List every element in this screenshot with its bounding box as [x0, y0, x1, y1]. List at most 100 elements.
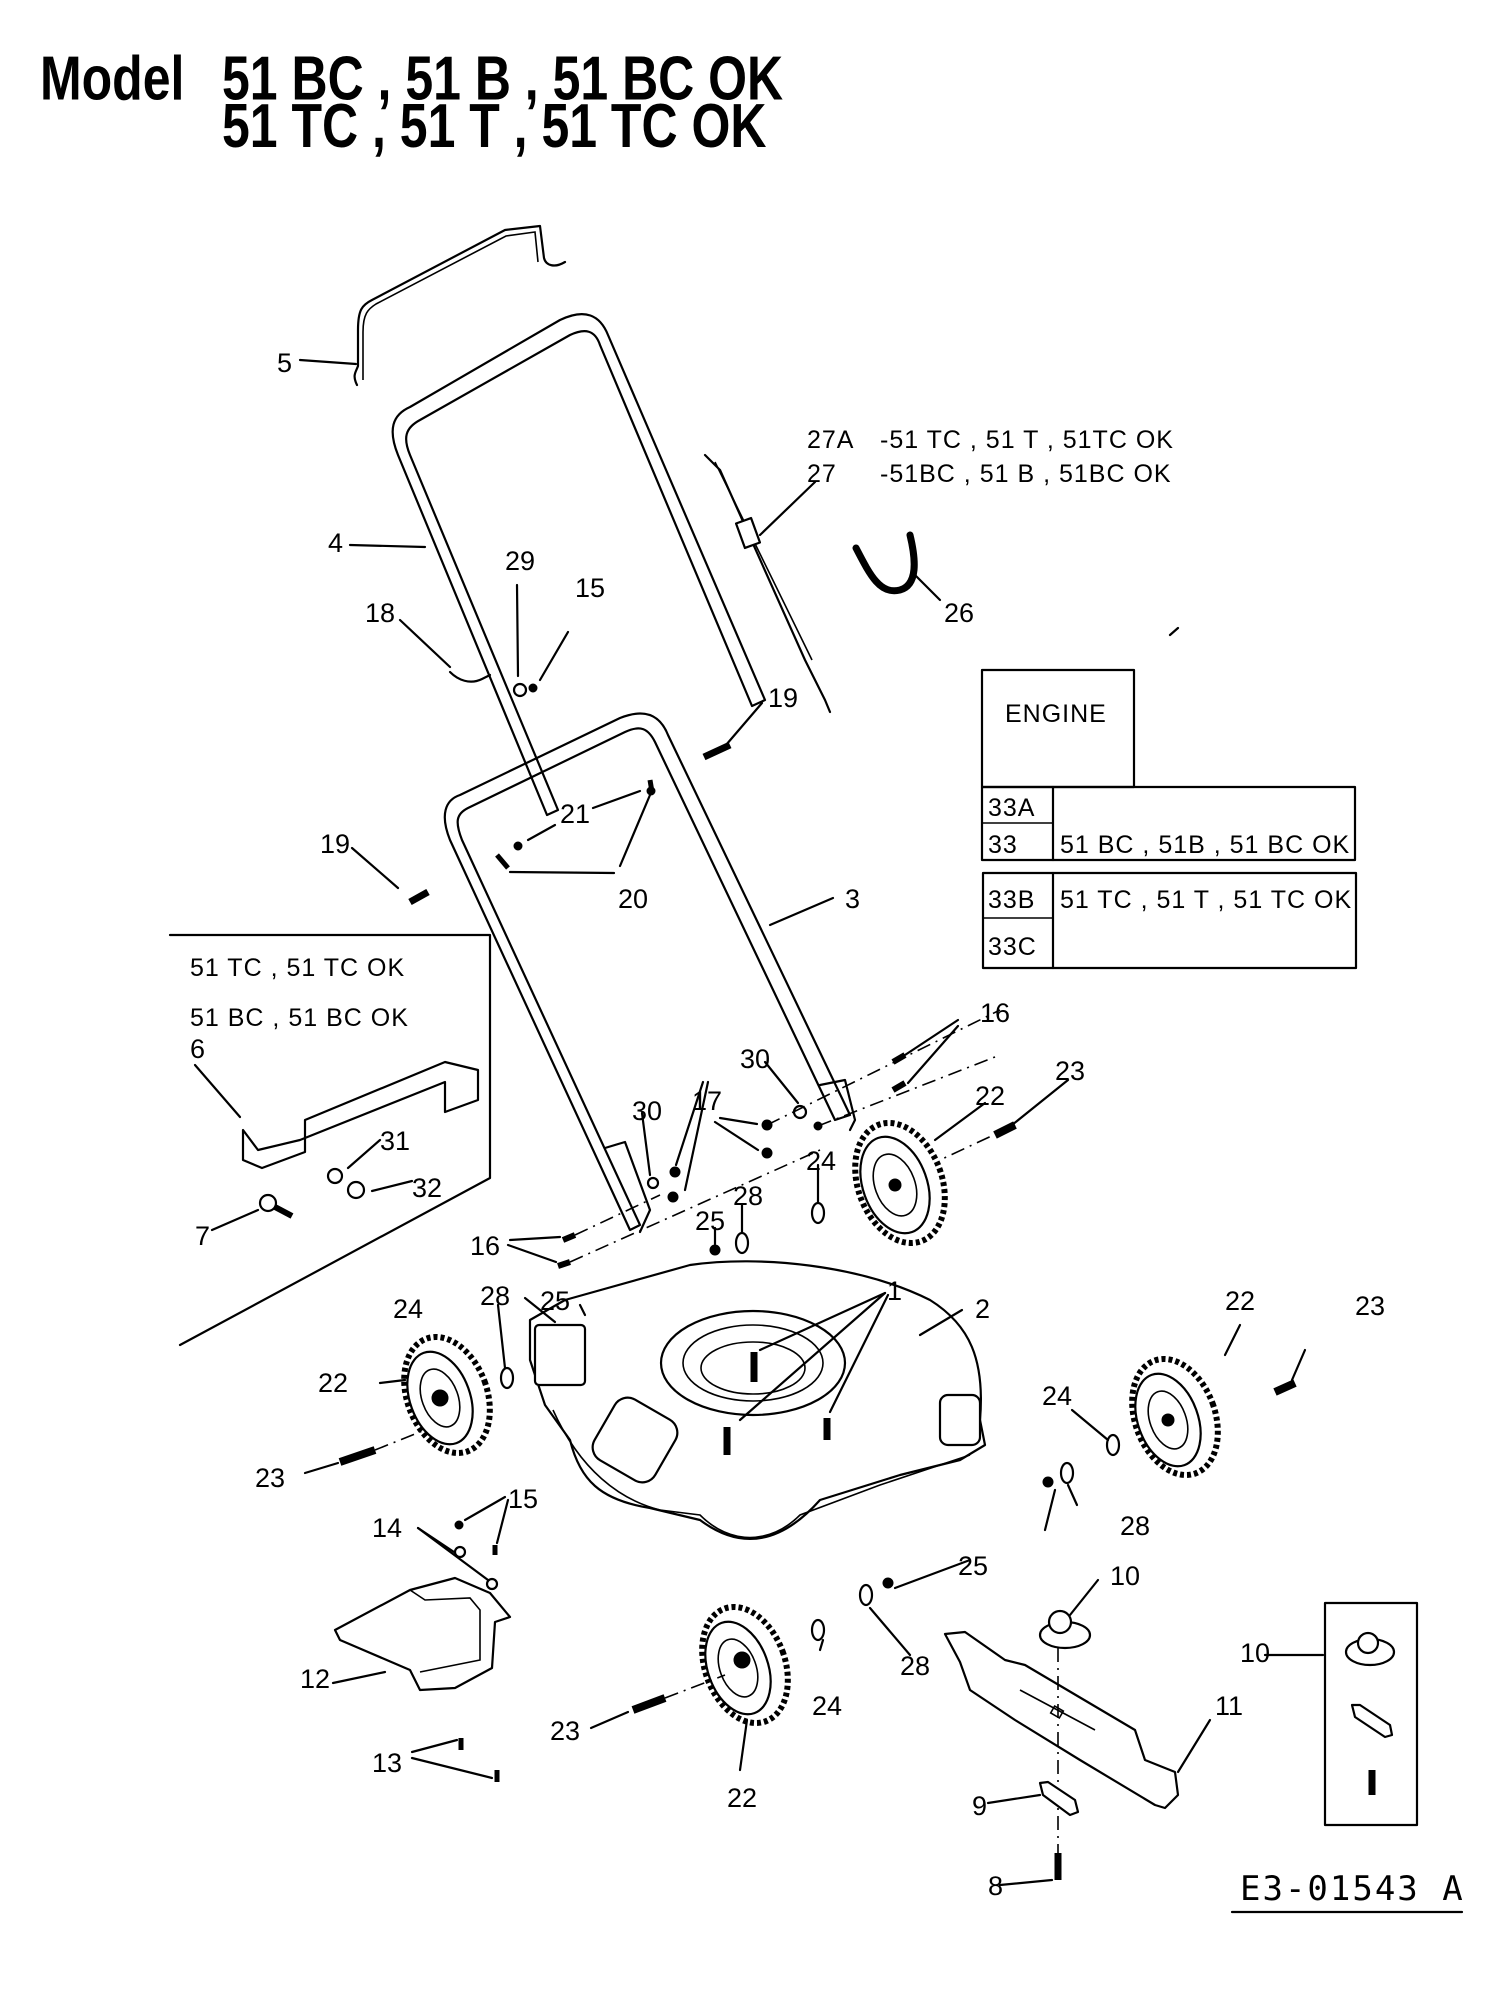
- callout-31: 31: [380, 1126, 410, 1156]
- leader-15c: [495, 1498, 510, 1545]
- part-11-blade: [943, 1630, 1180, 1810]
- engine-part-33b: 33B: [988, 886, 1035, 914]
- leader-30b: [640, 1111, 652, 1177]
- leader-19a: [350, 846, 400, 890]
- part-14-washer-b: [485, 1577, 499, 1591]
- part-23-axle-d: [631, 1694, 667, 1714]
- part-28-washer-a: [734, 1231, 750, 1255]
- inset-models-line2: 51 BC , 51 BC OK: [190, 1004, 409, 1032]
- note-part-27: 27: [807, 460, 837, 488]
- leader-17a: [718, 1116, 759, 1126]
- callout-30: 30: [740, 1044, 770, 1074]
- leader-9: [986, 1793, 1042, 1805]
- part-24-washer-b: [499, 1366, 515, 1390]
- leader-16c: [508, 1235, 562, 1242]
- engine-models-33b: 51 TC , 51 T , 51 TC OK: [1060, 886, 1352, 914]
- callout-32: 32: [412, 1173, 442, 1203]
- callout-28: 28: [900, 1651, 930, 1681]
- callout-23: 23: [550, 1716, 580, 1746]
- callout-15: 15: [575, 573, 605, 603]
- leader-15b: [463, 1495, 507, 1522]
- leader-29: [515, 583, 520, 678]
- leader-17c: [674, 1080, 705, 1167]
- callout-16: 16: [470, 1231, 500, 1261]
- part-24-washer-a: [810, 1201, 826, 1225]
- leader-4: [348, 543, 427, 549]
- callout-10: 10: [1240, 1638, 1270, 1668]
- engine-group2: [981, 871, 1358, 970]
- callout-18: 18: [365, 598, 395, 628]
- callout-21: 21: [560, 799, 590, 829]
- leader-17d: [683, 1080, 710, 1192]
- title-models-line1: 51 BC , 51 B , 51 BC OK: [222, 43, 783, 113]
- callout-23: 23: [255, 1463, 285, 1493]
- inset-models-line1: 51 TC , 51 TC OK: [190, 954, 405, 982]
- part-19-bolt-right: [702, 741, 732, 761]
- leader-16d: [506, 1243, 558, 1264]
- part-10-kit-inset: [1323, 1601, 1419, 1827]
- part-16-bolt-c: [561, 1232, 577, 1243]
- leader-15a: [538, 630, 570, 682]
- callout-13: 13: [372, 1748, 402, 1778]
- leader-10a: [1068, 1578, 1100, 1617]
- title-models-line2: 51 TC , 51 T , 51 TC OK: [222, 91, 767, 161]
- model-title: Model 51 BC , 51 B , 51 BC OK 51 TC , 51…: [40, 43, 783, 160]
- callout-22: 22: [975, 1081, 1005, 1111]
- callout-29: 29: [505, 546, 535, 576]
- engine-header-cell: [980, 668, 1136, 789]
- callout-7: 7: [195, 1221, 210, 1251]
- callout-28: 28: [1120, 1511, 1150, 1541]
- callout-25: 25: [695, 1206, 725, 1236]
- part-19-bolt-left: [408, 888, 430, 906]
- callout-30: 30: [632, 1096, 662, 1126]
- part-20-bolt-a: [647, 779, 655, 793]
- engine-header: ENGINE: [1005, 700, 1107, 728]
- leader-27: [758, 480, 817, 537]
- callout-19: 19: [768, 683, 798, 713]
- part-14-washer: [453, 1545, 467, 1559]
- wheel-bottom: [699, 1603, 791, 1727]
- leader-3: [768, 896, 835, 927]
- leader-14: [416, 1526, 490, 1582]
- wheel-left: [401, 1333, 493, 1457]
- part-12-deflector: [333, 1576, 512, 1692]
- part-17-nut-d: [669, 1166, 681, 1178]
- part-10-blade-adapter: [1038, 1609, 1092, 1650]
- part-4-upper-handle: [391, 313, 767, 817]
- callout-23: 23: [1355, 1291, 1385, 1321]
- part-6-bracket: [241, 1060, 480, 1170]
- leader-26: [910, 570, 942, 602]
- leader-30a: [763, 1060, 800, 1105]
- part-25-nut-d: [882, 1577, 894, 1589]
- leader-6: [193, 1063, 242, 1119]
- part-28-washer-d: [858, 1583, 874, 1607]
- engine-part-33: 33: [988, 831, 1018, 859]
- callout-8: 8: [988, 1871, 1003, 1901]
- part-25-nut-c: [1042, 1476, 1054, 1488]
- callout-16: 16: [980, 998, 1010, 1028]
- axis-line-d: [569, 1149, 821, 1263]
- leader-19b: [724, 701, 764, 747]
- leader-21a: [591, 789, 642, 810]
- callout-9: 9: [972, 1791, 987, 1821]
- leader-32: [370, 1179, 414, 1193]
- part-24-washer-c: [1105, 1433, 1121, 1457]
- leader-20a: [618, 793, 652, 868]
- part-25-nut-a: [709, 1244, 721, 1256]
- leader-11: [1176, 1718, 1212, 1774]
- part-23-axle-c: [338, 1446, 377, 1466]
- callout-24: 24: [806, 1146, 836, 1176]
- part-5-bail: [353, 224, 567, 387]
- callout-24: 24: [812, 1691, 842, 1721]
- part-16-bolt-d: [557, 1259, 571, 1269]
- callout-24: 24: [1042, 1381, 1072, 1411]
- axis-line-a: [766, 1009, 1001, 1126]
- part-9-plate: [1038, 1780, 1080, 1817]
- callout-28: 28: [733, 1181, 763, 1211]
- part-26-cable-clip: [852, 531, 918, 595]
- callout-14: 14: [372, 1513, 402, 1543]
- leader-7: [210, 1208, 260, 1232]
- callout-15: 15: [508, 1484, 538, 1514]
